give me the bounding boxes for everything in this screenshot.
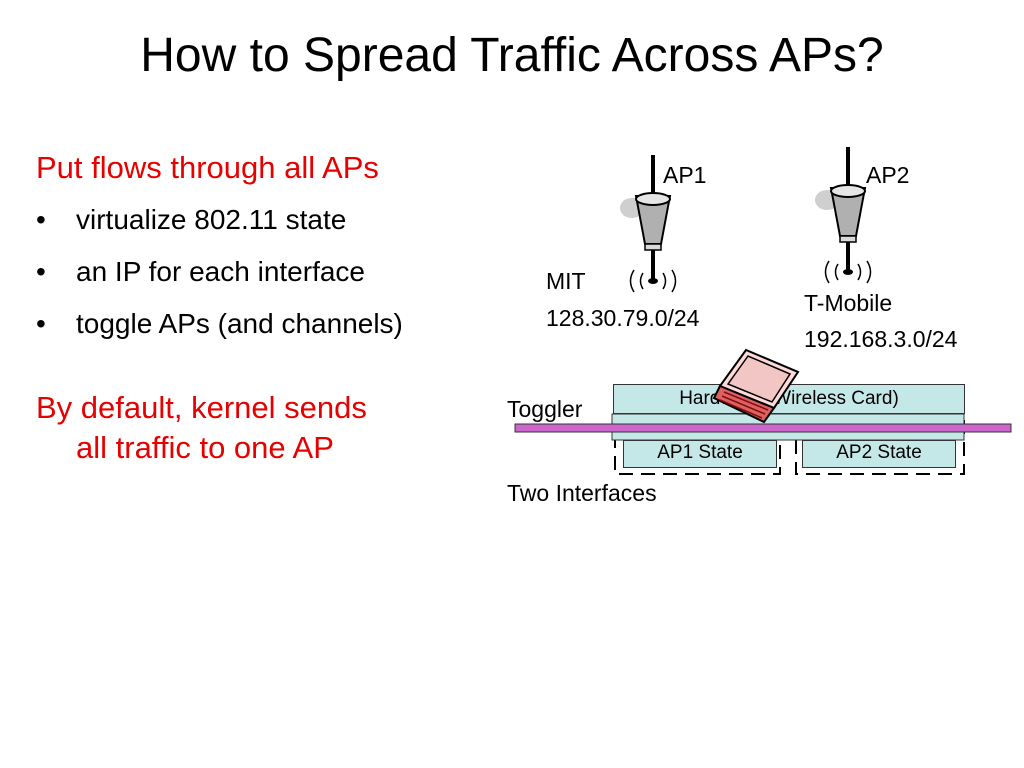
note-line-2: all traffic to one AP <box>76 430 334 465</box>
bullet-item: • toggle APs (and channels) <box>36 304 403 356</box>
laptop-icon <box>712 348 800 424</box>
bullet-dot-icon: • <box>36 308 46 339</box>
mit-subnet: 128.30.79.0/24 <box>546 305 700 331</box>
bullet-list: • virtualize 802.11 state • an IP for each… <box>36 200 403 356</box>
antenna-icon <box>620 155 672 280</box>
bullet-text: toggle APs (and channels) <box>76 308 403 339</box>
ap1-label: AP1 <box>663 162 707 188</box>
two-interfaces-label: Two Interfaces <box>507 480 657 506</box>
radio-wave-icon <box>824 260 872 284</box>
interface-box <box>795 411 965 475</box>
bullet-item: • virtualize 802.11 state <box>36 200 403 252</box>
bullet-item: • an IP for each interface <box>36 252 403 304</box>
interface-box <box>614 411 781 475</box>
ap2-state-box: AP2 State <box>802 440 956 468</box>
antenna-icon <box>815 147 867 272</box>
tmobile-label: T-Mobile <box>804 290 893 316</box>
heading-put-flows: Put flows through all APs <box>36 150 379 185</box>
note-line-1: By default, kernel sends <box>36 390 367 425</box>
bullet-text: an IP for each interface <box>76 256 365 287</box>
ap1-state-box: AP1 State <box>623 440 777 468</box>
ap2-label: AP2 <box>866 162 910 188</box>
mit-label: MIT <box>546 268 586 294</box>
bullet-dot-icon: • <box>36 256 46 287</box>
toggler-bar <box>514 423 1012 433</box>
default-kernel-note: By default, kernel sends all traffic to … <box>36 388 476 468</box>
tmobile-subnet: 192.168.3.0/24 <box>804 326 958 352</box>
slide-title: How to Spread Traffic Across APs? <box>140 29 884 82</box>
toggler-label: Toggler <box>507 396 583 422</box>
radio-wave-icon <box>629 269 677 293</box>
bullet-text: virtualize 802.11 state <box>76 204 347 235</box>
bullet-dot-icon: • <box>36 204 46 235</box>
